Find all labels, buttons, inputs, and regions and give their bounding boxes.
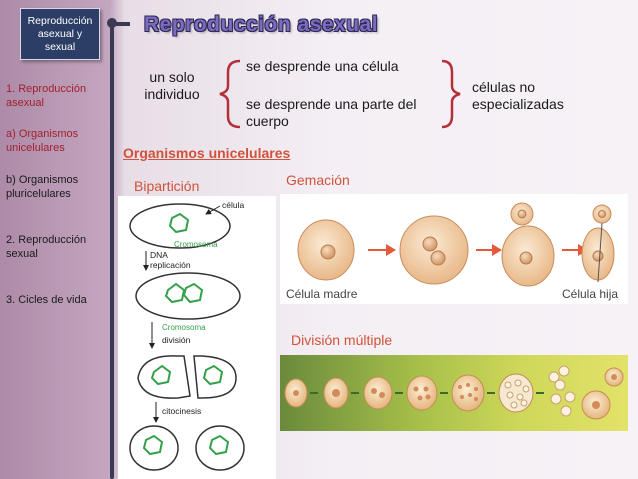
label-celula-hija: Célula hija (562, 287, 618, 301)
page-title: Reproducción asexual (144, 13, 379, 36)
biparticion-figure: célula Cromosoma DNA replicación Cromoso… (118, 196, 276, 479)
result-text: células no especializadas (472, 79, 564, 112)
division-multiple-title: División múltiple (291, 332, 393, 348)
gemacion-figure: Célula madre Célula hija (280, 194, 628, 304)
sidebar-item-reproduccion-asexual[interactable]: 1. Reproducción asexual (6, 83, 87, 109)
sidebar-item-organismos-pluricelulares[interactable]: b) Organismos pluricelulares (6, 174, 79, 200)
divider-vertical (110, 22, 114, 479)
sidebar-item-cicles-de-vida[interactable]: 3. Cicles de vida (6, 294, 87, 306)
divider-horizontal (110, 22, 130, 26)
gemacion-diagram: Célula madre Célula hija (286, 202, 618, 301)
label-cromosoma-1: Cromosoma (174, 240, 218, 249)
biparticion-diagram: célula Cromosoma DNA replicación Cromoso… (129, 200, 245, 471)
label-citocinesis: citocinesis (162, 406, 201, 416)
right-bracket (441, 59, 461, 129)
option-desprende-parte: se desprende una parte del cuerpo (246, 96, 417, 129)
label-division: división (162, 335, 191, 345)
label-dna: DNA (150, 250, 168, 260)
section-box-label: Reproducción asexual y sexual (27, 14, 93, 53)
source-text: un solo individuo (144, 69, 200, 102)
label-replicacion: replicación (150, 260, 191, 270)
cell-1 (129, 203, 231, 249)
division-multiple-diagram (284, 365, 624, 420)
label-celula-madre: Célula madre (286, 287, 358, 301)
section-subtitle: Organismos unicelulares (123, 145, 291, 161)
biparticion-title: Bipartición (134, 178, 200, 194)
label-cromosoma-2: Cromosoma (162, 323, 206, 332)
sidebar-item-reproduccion-sexual[interactable]: 2. Reproducción sexual (6, 234, 87, 260)
daughter-cell-2 (195, 425, 245, 471)
divider-node (107, 18, 117, 28)
left-bracket (219, 59, 241, 129)
cell-2 (135, 272, 241, 320)
gemacion-title: Gemación (286, 172, 350, 188)
division-multiple-figure (280, 355, 628, 431)
label-celula: célula (222, 200, 244, 210)
daughter-cell-1 (129, 425, 179, 471)
sidebar-item-organismos-unicelulares[interactable]: a) Organismos unicelulares (6, 128, 79, 154)
option-desprende-celula: se desprende una célula (246, 58, 399, 74)
section-box[interactable]: Reproducción asexual y sexual (20, 8, 100, 60)
